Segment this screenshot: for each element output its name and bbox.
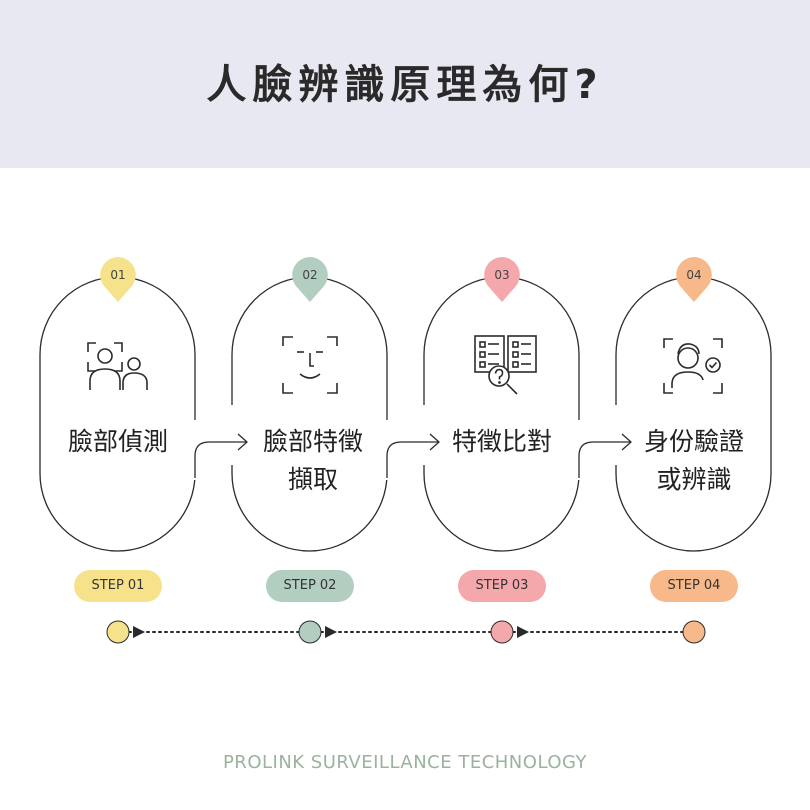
timeline-dot-03 [490,620,514,644]
step-03-label-line1: 特徵比對 [451,427,552,456]
step-04-badge [676,257,712,302]
step-03-pill: STEP 03 [458,570,546,602]
step-04-number: 04 [686,268,702,282]
step-03-label: 特徵比對 [427,423,577,461]
step-01-badge [100,257,136,302]
header-banner [0,0,810,168]
timeline-dot-04 [682,620,706,644]
step-02-badge [292,257,328,302]
step-02-number: 02 [302,268,318,282]
step-04-capsule [615,276,772,552]
step-04-label: 身份驗證 或辨識 [619,423,769,499]
step-01-pill: STEP 01 [74,570,162,602]
step-03-badge [484,257,520,302]
timeline-dot-01 [106,620,130,644]
step-01-capsule [39,276,196,552]
footer-brand: PROLINK SURVEILLANCE TECHNOLOGY [222,752,588,773]
connector-3-4 [578,433,632,478]
step-02-capsule [231,276,388,552]
timeline-dot-02 [298,620,322,644]
step-01-label-line1: 臉部偵測 [67,427,168,456]
step-02-label: 臉部特徵 擷取 [238,423,388,499]
page-title: 人臉辨識原理為何? [206,62,604,108]
people-face-scan-icon [87,342,148,390]
face-scan-icon [282,336,338,394]
step-03-capsule [423,276,580,552]
step-01-number: 01 [110,268,126,282]
user-verified-icon [663,338,723,394]
step-02-label-line2: 擷取 [287,465,338,494]
step-04-label-line2: 或辨識 [656,465,732,494]
connector-1-2 [194,433,248,478]
step-02-pill: STEP 02 [266,570,354,602]
step-03-number: 03 [494,268,510,282]
step-02-label-line1: 臉部特徵 [262,427,363,456]
timeline [106,620,706,644]
step-04-pill: STEP 04 [650,570,738,602]
step-04-label-line1: 身份驗證 [643,427,744,456]
step-01-label: 臉部偵測 [43,423,193,461]
connector-2-3 [386,433,440,478]
document-compare-icon [474,335,537,395]
